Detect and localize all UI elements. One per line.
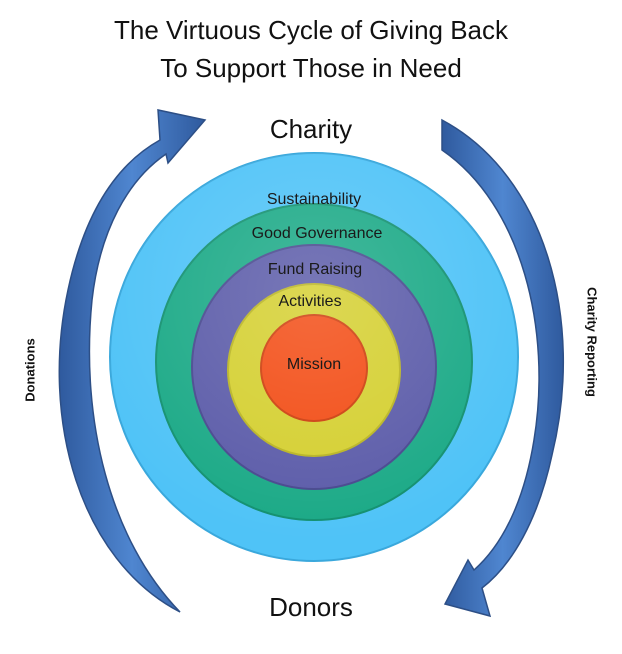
ring-label-mission: Mission xyxy=(287,356,341,373)
diagram-title-line-2: To Support Those in Need xyxy=(160,53,462,83)
charity-reporting-label: Charity Reporting xyxy=(584,287,600,397)
ring-label-fund-raising: Fund Raising xyxy=(268,261,362,278)
ring-label-sustainability: Sustainability xyxy=(267,191,361,208)
ring-label-activities: Activities xyxy=(278,293,341,310)
charity-reporting-arrow xyxy=(441,118,565,618)
donors-label: Donors xyxy=(269,592,353,622)
donations-arrow xyxy=(58,109,207,613)
rings-highlight xyxy=(110,153,518,561)
donations-label: Donations xyxy=(22,338,38,402)
diagram-title-line-1: The Virtuous Cycle of Giving Back xyxy=(113,15,509,45)
charity-label: Charity xyxy=(269,114,353,144)
ring-label-good-governance: Good Governance xyxy=(252,225,383,242)
